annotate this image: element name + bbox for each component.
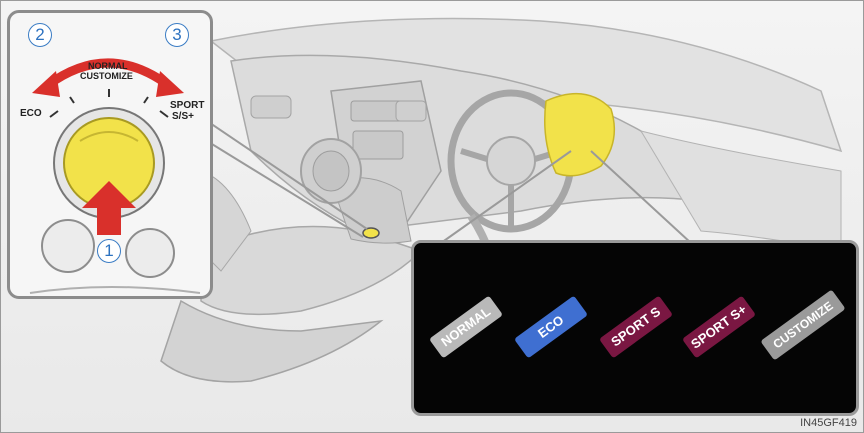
drive-mode-switch-inset: 2 3 1 NORMAL CUSTOMIZE ECO SPORT S/S+ [7, 10, 213, 299]
eco-label: ECO [20, 109, 42, 119]
drive-mode-display-panel: NORMAL ECO SPORT S SPORT S+ CUSTOMIZE [411, 240, 859, 416]
normal-label: NORMAL [88, 61, 128, 71]
callout-2: 2 [28, 23, 52, 47]
callout-1: 1 [97, 239, 121, 263]
mode-indicator-sport-splus: SPORT S+ [682, 296, 756, 359]
mode-indicator-sport-s: SPORT S [599, 296, 673, 359]
mode-indicator-eco: ECO [514, 296, 588, 359]
mode-indicator-normal: NORMAL [429, 296, 503, 359]
sport-label: SPORT [170, 101, 204, 111]
customize-label: CUSTOMIZE [80, 71, 133, 81]
figure-code: IN45GF419 [800, 417, 857, 429]
callout-3: 3 [165, 23, 189, 47]
sport-s-splus-label: S/S+ [172, 112, 194, 122]
mode-indicator-customize: CUSTOMIZE [760, 289, 845, 360]
